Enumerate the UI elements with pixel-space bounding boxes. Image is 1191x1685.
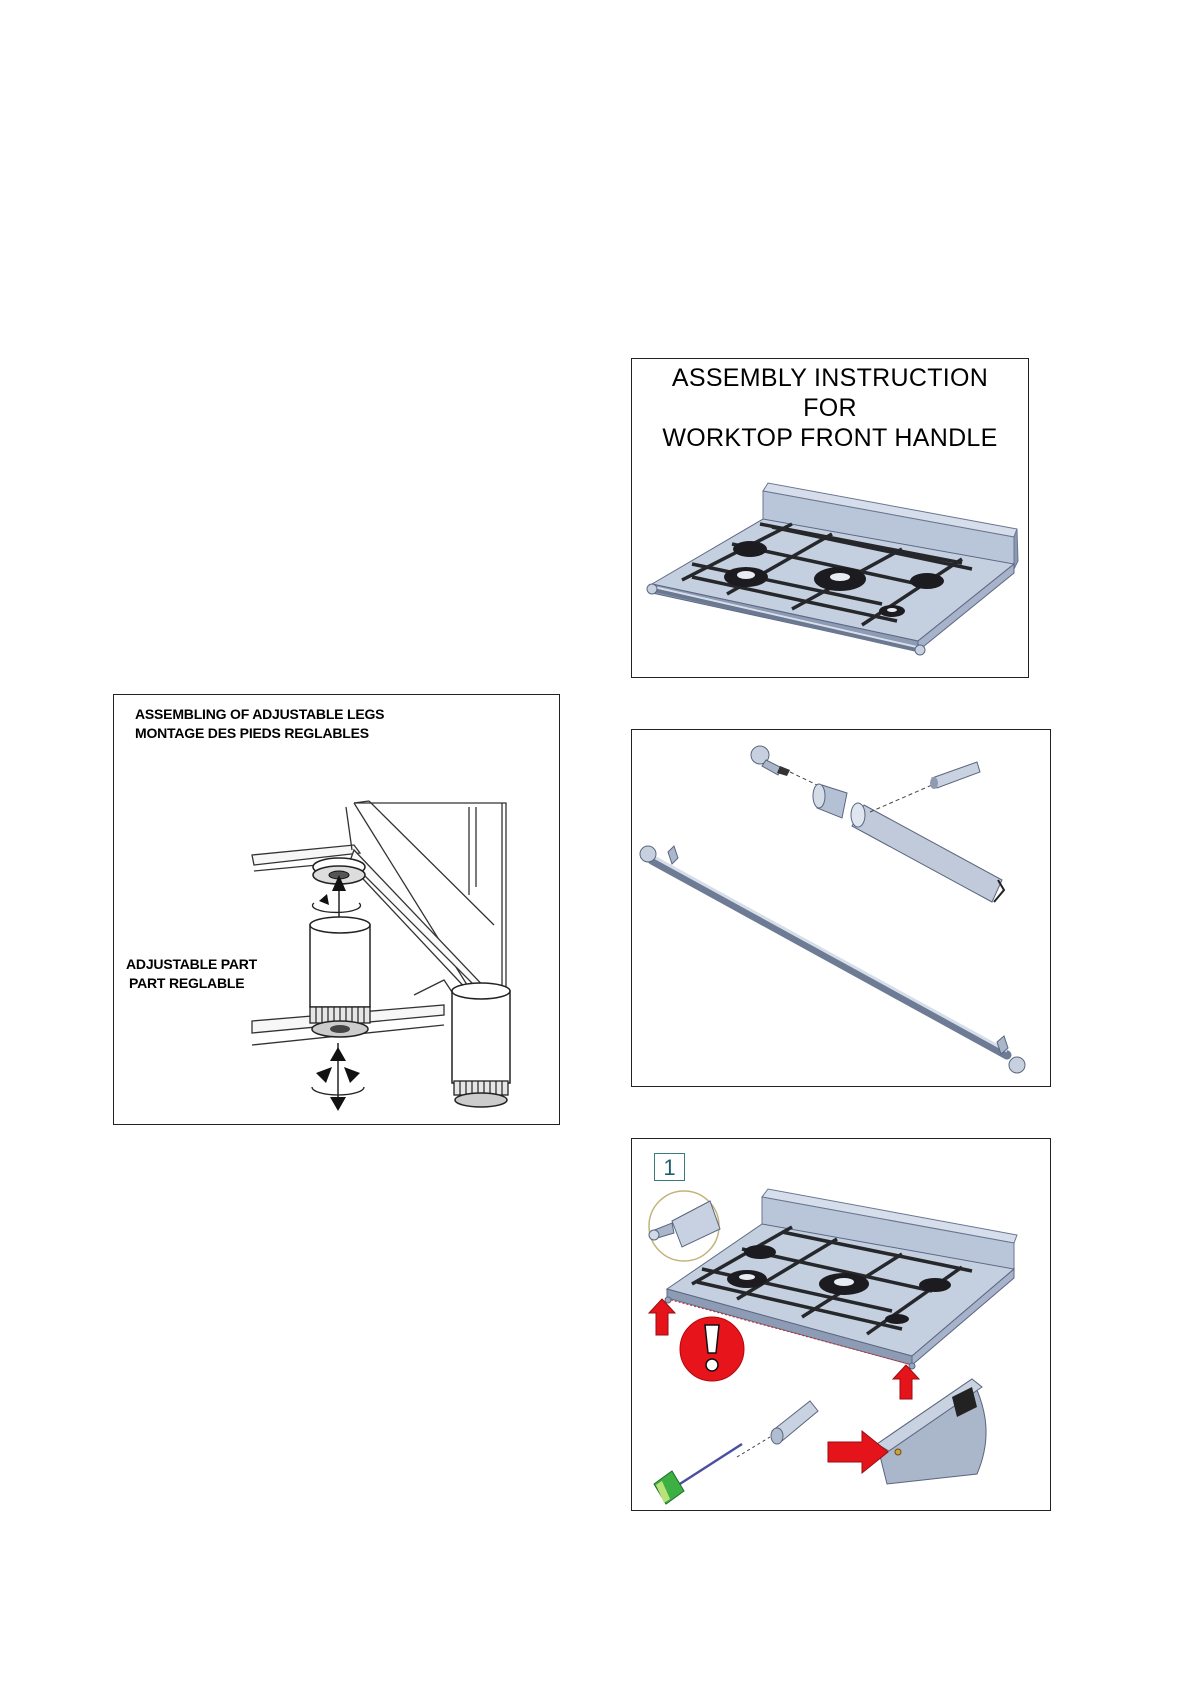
legs-illustration [114, 695, 560, 1125]
bracket-screw [930, 762, 980, 789]
hole-indicator-arrow-icon [828, 1431, 888, 1473]
handle-sleeve [813, 784, 847, 818]
pin-indicator-left-arrow-icon [649, 1299, 675, 1335]
installed-leg [452, 983, 510, 1107]
screwdriver-icon [654, 1444, 742, 1504]
step-number-badge: 1 [654, 1153, 685, 1181]
detail-corner-view [877, 1379, 986, 1484]
assembly-step-1-panel: 1 [631, 1138, 1051, 1511]
detail-zoom-bubble [649, 1191, 720, 1261]
rotate-arrow-upper [313, 903, 361, 912]
assembly-cover-panel: ASSEMBLY INSTRUCTION FOR WORKTOP FRONT H… [631, 358, 1029, 678]
adjustable-part-english: ADJUSTABLE PART [126, 955, 257, 974]
end-knob [751, 746, 790, 776]
adjustable-legs-panel: ASSEMBLING OF ADJUSTABLE LEGS MONTAGE DE… [113, 694, 560, 1125]
handle-tube-section [851, 803, 1004, 902]
legs-title: ASSEMBLING OF ADJUSTABLE LEGS MONTAGE DE… [135, 705, 384, 743]
handle-parts-illustration [632, 730, 1051, 1087]
step-1-illustration [632, 1139, 1051, 1511]
warning-icon [680, 1317, 744, 1381]
worktop-illustration [632, 359, 1029, 678]
adjustable-part-label: ADJUSTABLE PART PART REGLABLE [126, 955, 257, 993]
adjustable-part-french: PART REGLABLE [126, 974, 257, 993]
legs-title-english: ASSEMBLING OF ADJUSTABLE LEGS [135, 705, 384, 724]
adjust-direction-arrows [312, 1043, 364, 1111]
legs-title-french: MONTAGE DES PIEDS REGLABLES [135, 724, 384, 743]
bracket-screw [737, 1401, 818, 1457]
handle-parts-panel [631, 729, 1051, 1087]
adjustable-leg [310, 917, 370, 1037]
pin-indicator-right-arrow-icon [893, 1365, 919, 1399]
